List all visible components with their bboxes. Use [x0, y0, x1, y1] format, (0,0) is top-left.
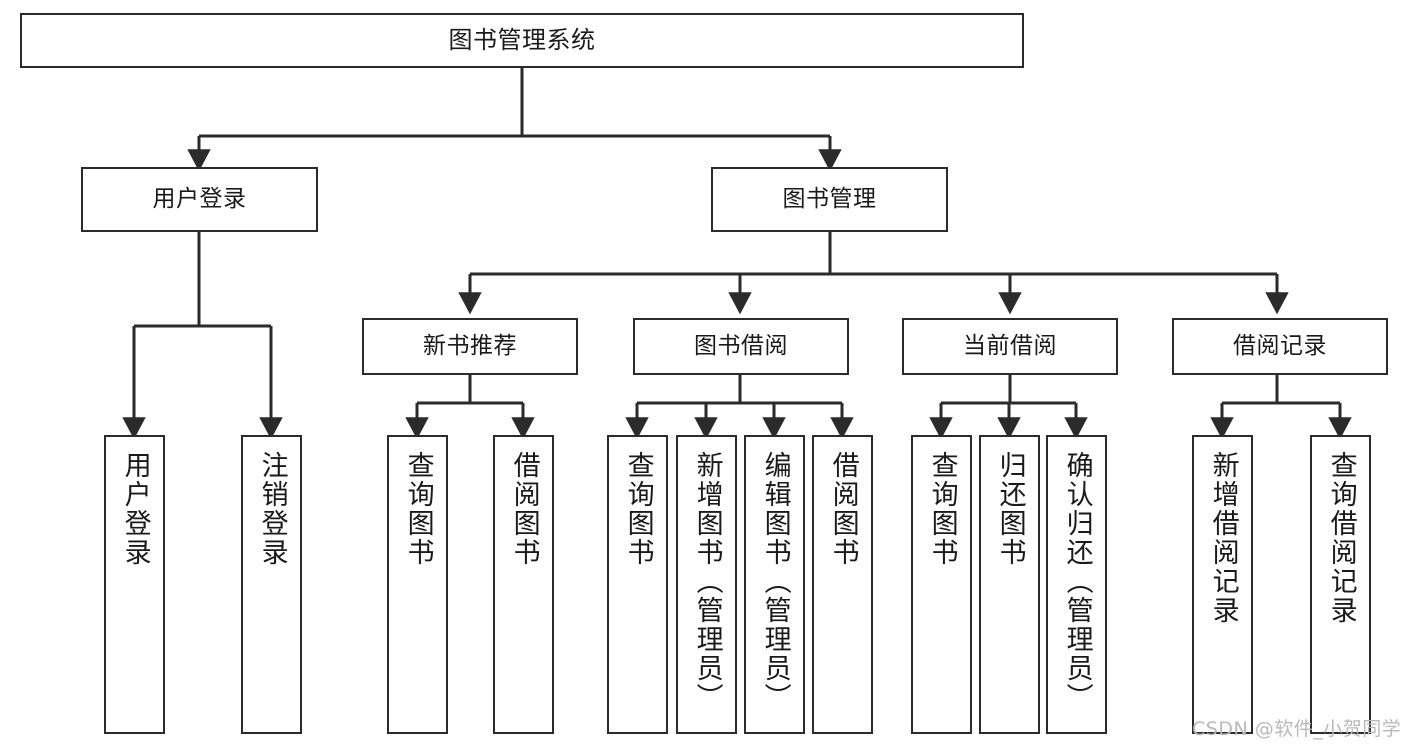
node-label: 图书借阅 — [694, 332, 788, 359]
csdn-watermark: CSDN @软件_小贺同学 — [1192, 718, 1402, 740]
leaf-query-borrow-record[interactable]: 查询借阅记录 — [1310, 435, 1371, 734]
node-label: 借阅记录 — [1233, 332, 1327, 359]
leaf-borrow-book[interactable]: 借阅图书 — [812, 435, 873, 734]
node-label: 借阅图书 — [508, 451, 540, 567]
node-label: 查询图书 — [622, 451, 654, 567]
node-label: 新书推荐 — [423, 332, 517, 359]
leaf-confirm-return-admin[interactable]: 确认归还（管理员） — [1046, 435, 1107, 734]
node-label: 新增图书（管理员） — [691, 451, 723, 712]
node-label: 图书管理系统 — [448, 26, 596, 55]
leaf-add-borrow-record[interactable]: 新增借阅记录 — [1192, 435, 1253, 734]
node-label: 借阅图书 — [827, 451, 859, 567]
leaf-query-book-current[interactable]: 查询图书 — [911, 435, 972, 734]
leaf-query-book-borrowing[interactable]: 查询图书 — [607, 435, 668, 734]
leaf-user-login[interactable]: 用户登录 — [104, 435, 165, 734]
leaf-edit-book-admin[interactable]: 编辑图书（管理员） — [744, 435, 805, 734]
node-root-book-management-system[interactable]: 图书管理系统 — [20, 13, 1024, 68]
node-label: 编辑图书（管理员） — [759, 451, 791, 712]
node-label: 用户登录 — [152, 185, 247, 212]
node-current-borrowing[interactable]: 当前借阅 — [902, 318, 1118, 375]
node-label: 图书管理 — [782, 185, 877, 212]
node-label: 用户登录 — [119, 451, 151, 567]
node-label: 确认归还（管理员） — [1061, 451, 1093, 712]
leaf-borrow-book-new-recommendation[interactable]: 借阅图书 — [493, 435, 554, 734]
node-new-book-recommendation[interactable]: 新书推荐 — [362, 318, 578, 375]
node-borrowing-record[interactable]: 借阅记录 — [1172, 318, 1388, 375]
leaf-query-book-new-recommendation[interactable]: 查询图书 — [387, 435, 448, 734]
node-label: 查询图书 — [926, 451, 958, 567]
node-label: 查询借阅记录 — [1325, 451, 1357, 625]
node-label: 当前借阅 — [963, 332, 1057, 359]
node-label: 归还图书 — [994, 451, 1026, 567]
leaf-return-book[interactable]: 归还图书 — [979, 435, 1040, 734]
leaf-logout[interactable]: 注销登录 — [241, 435, 302, 734]
leaf-add-book-admin[interactable]: 新增图书（管理员） — [676, 435, 737, 734]
node-label: 新增借阅记录 — [1207, 451, 1239, 625]
node-label: 注销登录 — [256, 451, 288, 567]
node-user-login[interactable]: 用户登录 — [81, 167, 318, 232]
node-book-management[interactable]: 图书管理 — [711, 167, 948, 232]
node-label: 查询图书 — [402, 451, 434, 567]
node-book-borrowing[interactable]: 图书借阅 — [633, 318, 849, 375]
